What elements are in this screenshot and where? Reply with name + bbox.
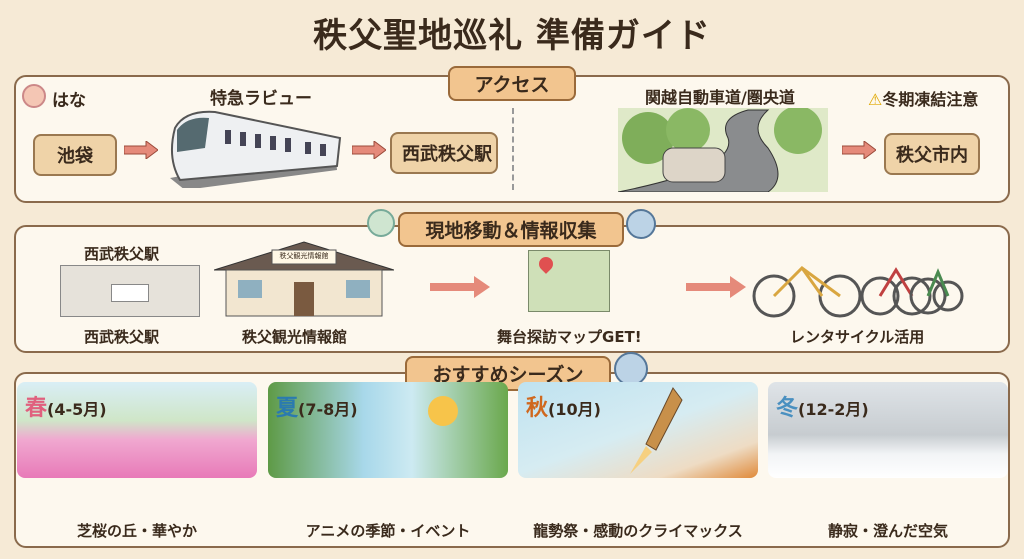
season-card-autumn: 秋(10月) (518, 382, 758, 478)
arrow-right-icon (124, 141, 158, 159)
destination-chichibu-city: 秩父市内 (884, 133, 980, 175)
season-caption: アニメの季節・イベント (305, 522, 471, 540)
arrow-right-icon (842, 141, 876, 159)
season-months: (4-5月) (47, 400, 107, 419)
season-card-winter: 冬(12-2月) (768, 382, 1008, 478)
map-label: 舞台探訪マップGET! (497, 328, 642, 346)
rocket-icon (630, 387, 683, 474)
season-months: (10月) (548, 400, 601, 419)
character-name: はな (52, 91, 86, 111)
season-title: 秋(10月) (526, 390, 601, 422)
season-title: 冬(12-2月) (776, 390, 869, 422)
season-kanji: 夏 (276, 396, 299, 421)
info-center-illustration: 秩父観光情報館 (213, 240, 395, 318)
road-car-illustration (617, 106, 828, 193)
season-title: 夏(7-8月) (276, 390, 358, 422)
seasons-section-label: おすすめシーズン (405, 356, 611, 391)
character-avatar (626, 209, 656, 239)
season-caption: 龍勢祭・感動のクライマックス (533, 522, 743, 540)
season-kanji: 春 (25, 396, 48, 421)
info-center-sign: 秩父観光情報館 (279, 252, 329, 260)
sun-icon (428, 396, 458, 426)
season-months: (12-2月) (798, 400, 869, 419)
map-icon (528, 250, 610, 312)
arrow-right-icon (430, 276, 490, 298)
info-center-label: 秩父観光情報館 (242, 328, 348, 346)
season-title: 春(4-5月) (25, 390, 107, 422)
season-kanji: 冬 (776, 396, 799, 421)
page-title: 秩父聖地巡礼 準備ガイド (313, 16, 711, 56)
station-illustration (60, 265, 200, 317)
origin-ikebukuro: 池袋 (33, 134, 117, 176)
season-caption: 静寂・澄んだ空気 (827, 522, 948, 540)
arrow-right-icon (686, 276, 746, 298)
station-sign-text: 西武秩父駅 (84, 245, 160, 263)
character-avatar (614, 352, 648, 386)
station-label: 西武秩父駅 (84, 328, 160, 346)
warning-text: 冬期凍結注意 (882, 90, 979, 109)
train-illustration (165, 108, 343, 190)
local-section-label: 現地移動＆情報収集 (398, 212, 624, 247)
winter-warning: ⚠冬期凍結注意 (868, 86, 978, 110)
season-caption: 芝桜の丘・華やか (76, 522, 197, 540)
bicycles-label: レンタサイクル活用 (790, 328, 925, 346)
season-card-spring: 春(4-5月) (17, 382, 257, 478)
train-label: 特急ラビュー (210, 89, 312, 109)
bicycles-illustration (752, 244, 964, 320)
divider (512, 108, 514, 190)
arrow-right-icon (352, 141, 386, 159)
road-label: 関越自動車道/圏央道 (645, 88, 795, 107)
season-card-summer: 夏(7-8月) (268, 382, 508, 478)
destination-seibu-chichibu: 西武秩父駅 (390, 132, 498, 174)
character-avatar (367, 209, 395, 237)
season-kanji: 秋 (526, 396, 549, 421)
warning-icon: ⚠ (868, 90, 883, 109)
season-months: (7-8月) (298, 400, 358, 419)
access-section-label: アクセス (448, 66, 576, 101)
hana-avatar (22, 84, 46, 108)
